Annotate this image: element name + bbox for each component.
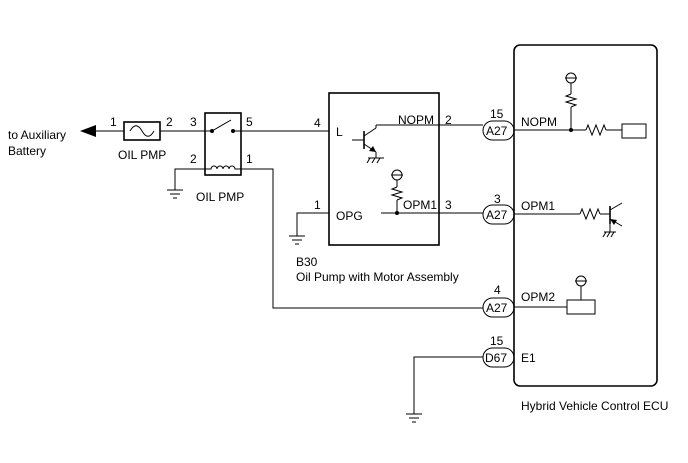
ecu-name: Hybrid Vehicle Control ECU bbox=[521, 399, 668, 413]
fuse-pin-left: 1 bbox=[110, 115, 117, 129]
pump-pin-4: 4 bbox=[314, 116, 321, 130]
relay-coil-icon bbox=[205, 165, 241, 170]
fuse-icon bbox=[129, 125, 155, 137]
ecu-opm2-block-icon bbox=[566, 299, 596, 315]
conn-pin-e1: 15 bbox=[490, 334, 504, 348]
conn-code-opm1: A27 bbox=[486, 208, 508, 222]
relay-body bbox=[204, 112, 242, 176]
ecu-box bbox=[513, 44, 658, 387]
aux-label-line2: Battery bbox=[8, 144, 46, 158]
ecu-nopm-label: NOPM bbox=[521, 115, 557, 129]
ecu-nopm-resistor-icon bbox=[585, 123, 607, 137]
pump-pin-1: 1 bbox=[314, 198, 321, 212]
ground-icon bbox=[167, 189, 183, 199]
pump-opm1-label: OPM1 bbox=[403, 198, 437, 212]
fuse-label: OIL PMP bbox=[118, 148, 166, 162]
pump-pullup-icon bbox=[390, 169, 404, 215]
pump-connector-code: B30 bbox=[296, 255, 318, 269]
pump-nopm-label: NOPM bbox=[398, 113, 434, 127]
ecu-opm1-transistor-icon bbox=[602, 202, 623, 238]
wire-relay-ground bbox=[174, 168, 205, 190]
conn-code-opm2: A27 bbox=[486, 301, 508, 315]
battery-arrow-icon bbox=[80, 125, 96, 137]
ecu-opm1-resistor-icon bbox=[579, 207, 601, 221]
conn-pin-opm2: 4 bbox=[494, 283, 501, 297]
ecu-nopm-pullup-icon bbox=[564, 72, 578, 132]
pump-name: Oil Pump with Motor Assembly bbox=[296, 270, 459, 284]
pump-opm1-pin: 3 bbox=[445, 198, 452, 212]
relay-pin-2: 2 bbox=[190, 152, 197, 166]
fuse-pin-right: 2 bbox=[166, 115, 173, 129]
ecu-opm1-label: OPM1 bbox=[521, 199, 555, 213]
wire-relay-opm2 bbox=[241, 168, 483, 309]
ecu-nopm-block-icon bbox=[621, 123, 647, 139]
relay-pin-3: 3 bbox=[190, 115, 197, 129]
pump-pin-l: L bbox=[336, 125, 343, 139]
wire-opg-ground bbox=[296, 212, 329, 236]
pump-assembly-box bbox=[328, 92, 440, 246]
conn-pin-nopm: 15 bbox=[490, 107, 504, 121]
conn-code-nopm: A27 bbox=[486, 124, 508, 138]
relay-pin-5: 5 bbox=[246, 115, 253, 129]
relay-switch-icon bbox=[211, 119, 232, 132]
pump-nopm-pin: 2 bbox=[445, 113, 452, 127]
ground-icon bbox=[289, 235, 305, 245]
ecu-opm2-pullup-icon bbox=[575, 275, 587, 300]
relay-pin-1: 1 bbox=[246, 152, 253, 166]
conn-pin-opm1: 3 bbox=[494, 192, 501, 206]
pump-transistor-icon bbox=[352, 125, 384, 164]
ecu-opm2-label: OPM2 bbox=[521, 290, 555, 304]
pump-opg-label: OPG bbox=[336, 209, 363, 223]
conn-code-e1: D67 bbox=[485, 351, 507, 365]
wire-e1-ground bbox=[413, 356, 483, 414]
ecu-e1-label: E1 bbox=[521, 351, 536, 365]
relay-label: OIL PMP bbox=[196, 190, 244, 204]
ground-icon bbox=[406, 413, 422, 423]
aux-label-line1: to Auxiliary bbox=[8, 128, 66, 142]
